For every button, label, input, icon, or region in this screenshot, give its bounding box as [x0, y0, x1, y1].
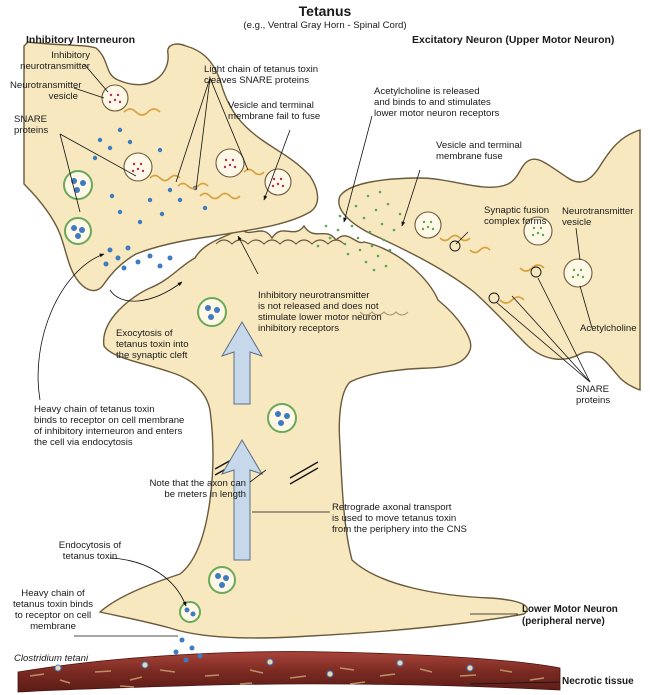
light-chain-label: Light chain of tetanus toxin cleaves SNA…	[204, 64, 319, 86]
nt-vesicle-left-label: Neurotransmitter vesicle	[10, 80, 82, 102]
vesicle-fuse-label: Vesicle and terminal membrane fuse	[436, 140, 522, 162]
vesicles	[63, 84, 593, 623]
snare-right-label: SNARE proteins	[576, 384, 611, 406]
leader-lines	[37, 63, 593, 685]
diagram-title: Tetanus	[298, 3, 352, 19]
necrotic-tissue	[17, 651, 561, 693]
heavy-chain-endocytosis-label: Heavy chain of tetanus toxin binds to re…	[34, 404, 185, 448]
inhibitory-interneuron	[23, 41, 319, 292]
retrograde-label: Retrograde axonal transport is used to m…	[332, 502, 467, 535]
clostridium-label: Clostridium tetani	[14, 653, 89, 664]
ach-released-label: Acetylcholine is released and binds to a…	[374, 86, 500, 119]
acetylcholine-label: Acetylcholine	[580, 323, 637, 334]
inhibitory-nt-label: Inhibitory neurotransmitter	[20, 50, 90, 72]
excitatory-neuron-label: Excitatory Neuron (Upper Motor Neuron)	[412, 34, 615, 46]
heavy-chain-bind-label: Heavy chain of tetanus toxin binds to re…	[12, 588, 93, 632]
endocytosis-label: Endocytosis of tetanus toxin	[58, 540, 122, 562]
nt-vesicle-right-label: Neurotransmitter vesicle	[562, 206, 634, 228]
fail-fuse-label: Vesicle and terminal membrane fail to fu…	[228, 100, 321, 122]
necrotic-tissue-label: Necrotic tissue	[562, 676, 634, 687]
snare-left-label: SNARE proteins	[14, 114, 49, 136]
toxin-particles	[92, 127, 208, 663]
exocytosis-label: Exocytosis of tetanus toxin into the syn…	[116, 328, 189, 361]
lower-motor-neuron-label: Lower Motor Neuron (peripheral nerve)	[522, 604, 618, 627]
axon-length-label: Note that the axon can be meters in leng…	[149, 478, 246, 500]
synaptic-fusion-label: Synaptic fusion complex forms	[484, 205, 550, 227]
not-released-label: Inhibitory neurotransmitter is not relea…	[258, 290, 382, 334]
retrograde-arrows	[220, 321, 264, 561]
excitatory-neuron	[338, 129, 641, 391]
lower-motor-neuron	[98, 224, 528, 639]
inhibitory-interneuron-label: Inhibitory Interneuron	[26, 34, 136, 46]
snare-proteins	[123, 108, 545, 304]
diagram-subtitle: (e.g., Ventral Gray Horn - Spinal Cord)	[243, 20, 407, 31]
acetylcholine-cloud	[316, 190, 402, 272]
